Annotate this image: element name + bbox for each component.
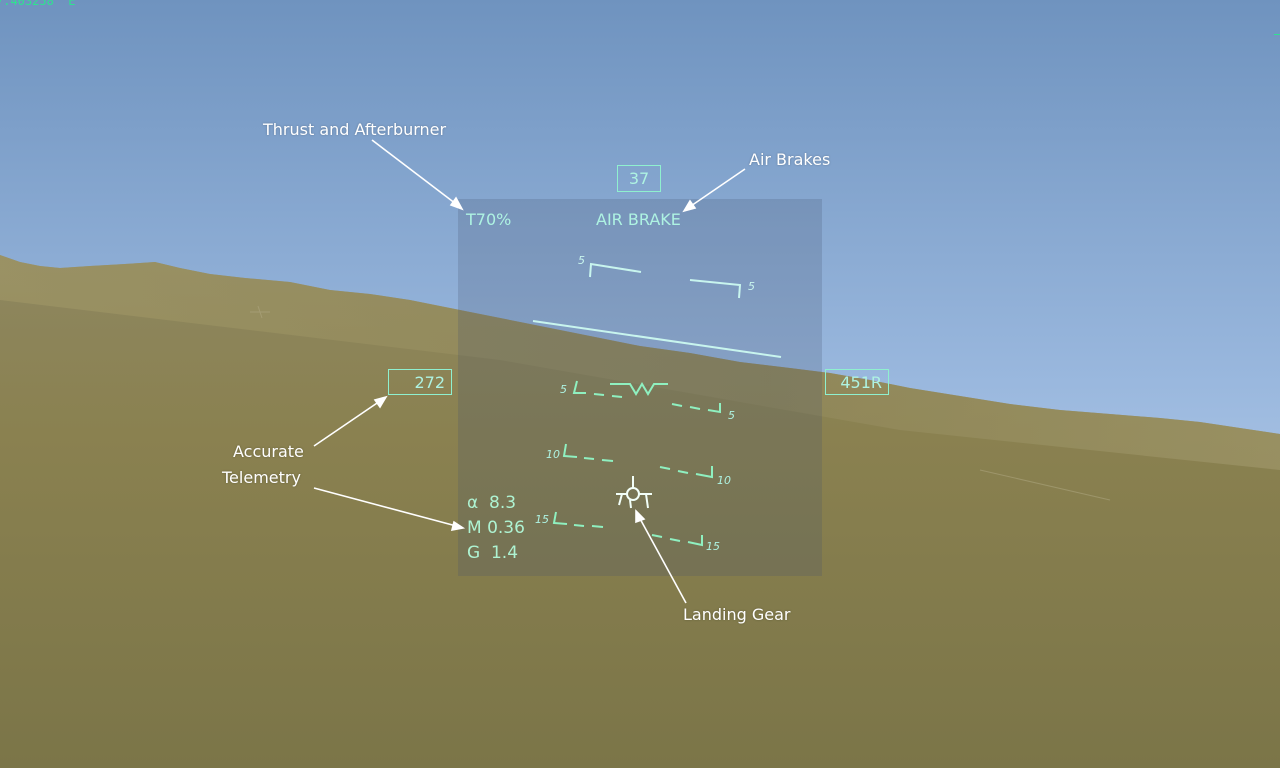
callout-air-brakes: Air Brakes — [749, 150, 831, 169]
corner-tick — [1274, 34, 1280, 35]
pitch-label-plus5-left: 5 — [578, 254, 585, 267]
ridge-highlight — [0, 255, 1280, 470]
pitch-line-minus15-left — [552, 511, 604, 528]
air-brake-indicator: AIR BRAKE — [596, 210, 681, 229]
arrow-gear — [637, 514, 687, 604]
telemetry-mach: M 0.36 — [467, 518, 525, 538]
coordinate-readout: 7.403258° E — [0, 0, 76, 8]
thrust-indicator: T70% — [466, 210, 512, 229]
arrow-thrust — [371, 139, 461, 208]
pitch-label-minus15-left: 15 — [535, 513, 549, 526]
flight-path-w — [610, 382, 668, 396]
pitch-label-minus5-right: 5 — [728, 409, 735, 422]
pitch-line-plus5-right — [689, 279, 742, 299]
callout-telemetry-line1: Accurate — [233, 442, 304, 461]
callout-thrust: Thrust and Afterburner — [263, 120, 447, 139]
heading-box: 37 — [617, 165, 661, 192]
altitude-box: 451R — [825, 369, 889, 395]
pitch-label-minus15-right: 15 — [706, 540, 720, 553]
arrow-telemetry — [313, 487, 461, 528]
pitch-line-minus10-right — [659, 466, 713, 479]
terrain — [0, 255, 1280, 768]
pitch-label-plus5-right: 5 — [748, 280, 755, 293]
pitch-label-minus10-right: 10 — [717, 474, 731, 487]
airspeed-box: 272 — [388, 369, 452, 395]
arrow-speed — [313, 398, 384, 447]
telemetry-alpha: α 8.3 — [467, 493, 517, 513]
callout-landing-gear: Landing Gear — [683, 605, 791, 624]
pitch-line-minus5-right — [671, 403, 721, 414]
arrow-air-brakes — [687, 168, 746, 209]
pitch-line-plus5-left — [589, 262, 642, 278]
callout-telemetry-line2: Telemetry — [222, 468, 301, 487]
pitch-label-minus5-left: 5 — [560, 383, 567, 396]
horizon-line — [532, 320, 782, 358]
gear-marker — [616, 476, 652, 509]
pitch-label-minus10-left: 10 — [546, 448, 560, 461]
telemetry-g: G 1.4 — [467, 543, 519, 563]
pitch-line-minus10-left — [562, 443, 614, 462]
pitch-line-minus5-left — [572, 380, 623, 398]
pitch-line-minus15-right — [651, 534, 703, 547]
